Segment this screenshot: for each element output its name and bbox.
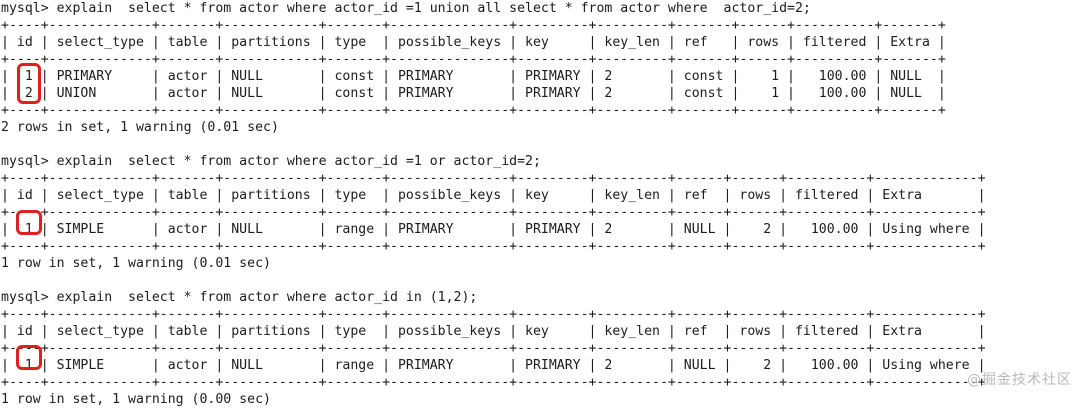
terminal-line-table1-row-2: | 2 | UNION | actor | NULL | const | PRI… xyxy=(1,86,946,101)
terminal-line-table2-row-1: | 1 | SIMPLE | actor | NULL | range | PR… xyxy=(1,222,986,237)
terminal-line-table2-header: | id | select_type | table | partitions … xyxy=(1,188,986,203)
terminal-line-table3-bottom-border: +----+-------------+-------+------------… xyxy=(1,375,986,390)
terminal-line-prompt-in: mysql> explain select * from actor where… xyxy=(1,290,478,305)
terminal-line-table3-header-border: +----+-------------+-------+------------… xyxy=(1,341,986,356)
terminal-line-prompt-or: mysql> explain select * from actor where… xyxy=(1,154,541,169)
terminal-line-table2-bottom-border: +----+-------------+-------+------------… xyxy=(1,239,986,254)
watermark-text: @掘金技术社区 xyxy=(967,372,1072,388)
terminal-line-table3-row-1: | 1 | SIMPLE | actor | NULL | range | PR… xyxy=(1,358,986,373)
terminal-line-table1-status: 2 rows in set, 1 warning (0.01 sec) xyxy=(1,120,279,135)
terminal-line-table2-status: 1 row in set, 1 warning (0.01 sec) xyxy=(1,256,271,271)
terminal-line-table1-row-1: | 1 | PRIMARY | actor | NULL | const | P… xyxy=(1,69,946,84)
terminal-line-table3-header: | id | select_type | table | partitions … xyxy=(1,324,986,339)
terminal-line-table1-bottom-border: +----+-------------+-------+------------… xyxy=(1,103,946,118)
terminal-line-blank-2 xyxy=(1,272,1080,289)
terminal-line-table1-top-border: +----+-------------+-------+------------… xyxy=(1,18,946,33)
terminal-line-table1-header: | id | select_type | table | partitions … xyxy=(1,35,946,50)
terminal-line-prompt-union: mysql> explain select * from actor where… xyxy=(1,1,811,16)
terminal-line-table3-top-border: +----+-------------+-------+------------… xyxy=(1,307,986,322)
terminal-line-table2-top-border: +----+-------------+-------+------------… xyxy=(1,171,986,186)
terminal-line-table1-header-border: +----+-------------+-------+------------… xyxy=(1,52,946,67)
terminal-line-blank-1 xyxy=(1,136,1080,153)
terminal-line-table3-status: 1 row in set, 1 warning (0.00 sec) xyxy=(1,392,271,407)
terminal-line-table2-header-border: +----+-------------+-------+------------… xyxy=(1,205,986,220)
